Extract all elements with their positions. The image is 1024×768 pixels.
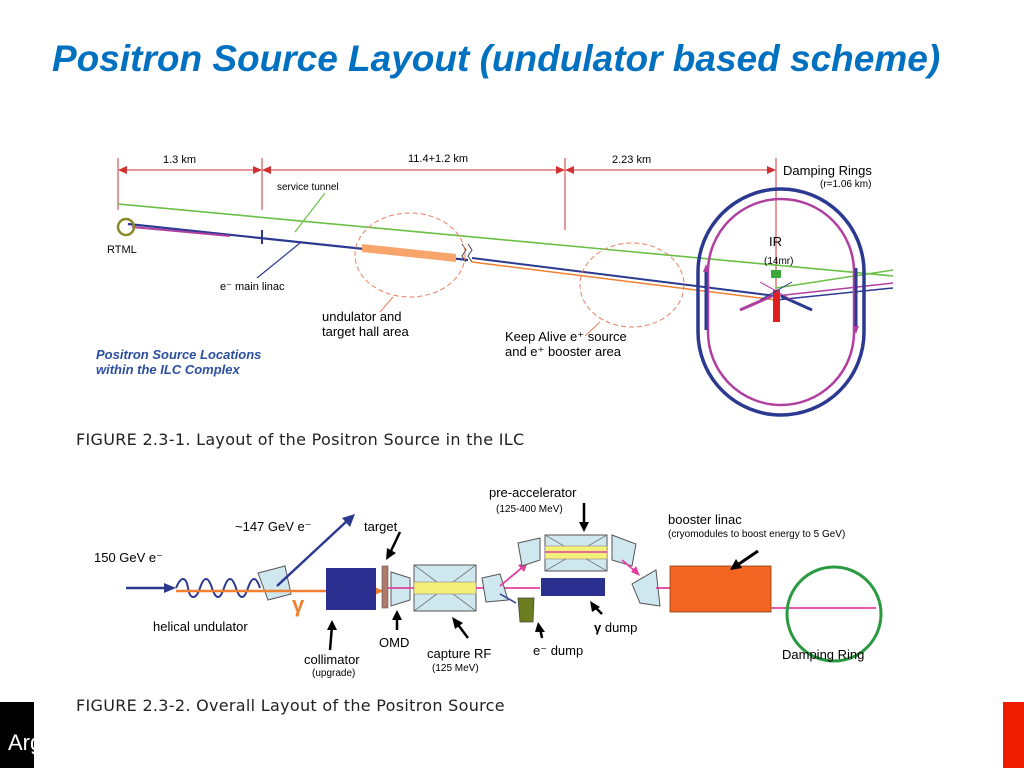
gamma-label: γ [292, 592, 305, 617]
capture-rf-label: capture RF [427, 646, 491, 661]
outgoing-electron-beam [276, 519, 349, 587]
booster-note: (cryomodules to boost energy to 5 GeV) [668, 529, 845, 540]
undulator-hall-area [354, 212, 466, 298]
dim-3-label: 2.23 km [612, 154, 651, 166]
gamma-dump-label: γ dump [594, 620, 637, 635]
keep-alive-area [579, 242, 685, 328]
keep-alive-label-2: and e⁺ booster area [505, 344, 622, 359]
pre-acc-exit-magnet [611, 534, 637, 567]
booster-entry-magnet [631, 569, 661, 607]
booster-linac-label: booster linac [668, 512, 742, 527]
target-label: target [364, 519, 398, 534]
ir-label: IR [769, 234, 782, 249]
capture-rf-energy: (125 MeV) [432, 663, 479, 674]
collimator-label: collimator [304, 652, 360, 667]
footer-right-accent [1003, 702, 1024, 768]
figure-2-caption: FIGURE 2.3-2. Overall Layout of the Posi… [76, 696, 505, 715]
figure-1-caption: FIGURE 2.3-1. Layout of the Positron Sou… [76, 430, 525, 449]
target [381, 565, 389, 609]
ir-green-marker [771, 270, 781, 278]
helical-undulator [175, 578, 261, 598]
keep-alive-label-1: Keep Alive e⁺ source [505, 329, 627, 344]
locations-label-1: Positron Source Locations [96, 347, 261, 362]
service-tunnel-line [117, 203, 894, 277]
pre-accelerator-energy: (125-400 MeV) [496, 504, 563, 515]
undulator-area-label-1: undulator and [322, 309, 402, 324]
positron-source-diagram: 150 GeV e⁻ helical undulator ~147 GeV e⁻… [94, 485, 883, 679]
footer-text: Arg [8, 730, 34, 755]
rtml-ring [116, 217, 136, 237]
undulator-area-label-2: target hall area [322, 324, 409, 339]
ir-angle-label: (14mr) [764, 256, 793, 267]
helical-undulator-label: helical undulator [153, 619, 248, 634]
damping-rings-label: Damping Rings [783, 163, 872, 178]
e-dump-block [517, 597, 535, 623]
service-tunnel-label: service tunnel [277, 182, 339, 193]
pre-accelerator-label: pre-accelerator [489, 485, 577, 500]
dipole-magnet [257, 565, 292, 601]
damping-ring-outer [696, 187, 866, 417]
bend-magnet-1 [481, 573, 509, 603]
beam-in-label: 150 GeV e⁻ [94, 550, 163, 565]
booster-linac [669, 565, 772, 613]
dim-2-label: 11.4+1.2 km [408, 153, 468, 165]
locations-label-2: within the ILC Complex [96, 362, 240, 377]
damping-rings-radius: (r=1.06 km) [820, 179, 871, 190]
dim-1-label: 1.3 km [163, 154, 196, 166]
omd-label: OMD [379, 635, 409, 650]
ilc-layout-diagram: 1.3 km 11.4+1.2 km 2.23 km RTML undulato… [96, 153, 894, 417]
collimator [326, 568, 376, 610]
pre-acc-entry-magnet [517, 537, 541, 567]
footer-left-bar: Arg [0, 702, 34, 768]
e-dump-label: e⁻ dump [533, 643, 583, 658]
damping-ring-inner [706, 197, 856, 407]
damping-ring-label: Damping Ring [782, 647, 864, 662]
collimator-note: (upgrade) [312, 668, 355, 679]
omd [390, 571, 411, 607]
gamma-dump-block [541, 578, 605, 596]
ir-red-detector [773, 290, 780, 322]
slide-title: Positron Source Layout (undulator based … [52, 38, 941, 79]
main-linac-label: e⁻ main linac [220, 281, 285, 293]
damping-ring [785, 565, 883, 663]
beam-out-label: ~147 GeV e⁻ [235, 519, 312, 534]
undulator-bar [362, 244, 456, 262]
rtml-label: RTML [107, 244, 137, 256]
